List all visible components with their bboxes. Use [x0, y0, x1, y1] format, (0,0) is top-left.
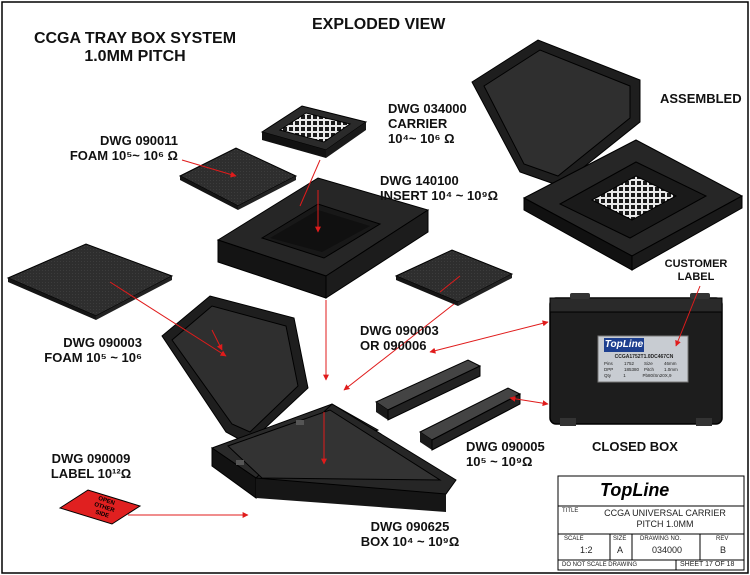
customer-label-line-1: CUSTOMER — [664, 258, 728, 270]
title-block-size: A — [617, 545, 624, 555]
box-label-content: TopLine CCGA1752T1.0DC467CN Pins 1752 Size… — [600, 336, 686, 382]
title-block-size-header: SIZE — [613, 536, 627, 542]
box-label-cell: X,9 — [664, 373, 672, 378]
box-label-brand: TopLine — [604, 338, 644, 352]
carrier-rating: 10⁴~ 10⁶ Ω — [388, 130, 455, 146]
title-block-title: CCGA UNIVERSAL CARRIER PITCH 1.0MM — [590, 508, 740, 530]
title-block-frame — [557, 475, 745, 571]
box-label-cell: Size — [644, 361, 653, 366]
carrier-name: CARRIER — [388, 115, 448, 131]
closed-box — [549, 293, 723, 426]
open-box-part — [161, 295, 457, 512]
box-label-cell: Pitch — [644, 367, 655, 372]
box-label-cell: 1752 — [624, 361, 635, 366]
box-label-cell: Pins — [604, 361, 613, 366]
foam-alt-callout: DWG 090003 OR 090006 — [360, 323, 439, 354]
foam-alt-alternative: OR 090006 — [360, 337, 427, 353]
box-label-row: DPP 185380 Pitch 1.0mm — [604, 367, 684, 373]
box-name: BOX — [360, 533, 389, 549]
closed-box-title: CLOSED BOX — [592, 439, 678, 454]
box-label-cell: 1.0mm — [664, 367, 678, 372]
foam-top-callout: DWG 090011 FOAM 10⁵~ 10⁶ Ω — [60, 133, 178, 164]
spacer-callout: DWG 090005 10⁵ ~ 10⁹Ω — [466, 439, 545, 470]
foam-large-name: FOAM — [44, 349, 83, 365]
insert-part — [216, 177, 430, 299]
title-line-2: 1.0MM PITCH — [84, 48, 186, 66]
box-label-cell: 185380 — [624, 367, 640, 372]
foam-top-part — [178, 147, 298, 210]
title-block-title-line-1: CCGA UNIVERSAL CARRIER — [604, 508, 726, 518]
title-block-title-header: TITLE — [562, 508, 579, 514]
box-label-cell: Qty — [604, 373, 612, 378]
title-block-scale: 1:2 — [580, 545, 593, 555]
carrier-callout: DWG 034000 CARRIER 10⁴~ 10⁶ Ω — [388, 101, 467, 147]
insert-callout: DWG 140100 INSERT 10⁴ ~ 10⁹Ω — [380, 173, 499, 204]
title-block-drawing-header: DRAWING NO. — [640, 536, 682, 542]
customer-label-line-2: LABEL — [677, 270, 715, 283]
foam-top-dwg: DWG 090011 — [99, 133, 178, 148]
box-label-cell: DPP — [604, 367, 614, 372]
title-block-scale-header: SCALE — [564, 536, 584, 542]
spacer-dwg: DWG 090005 — [466, 439, 545, 454]
title-block-drawing-no: 034000 — [652, 545, 683, 555]
title-line-1: CCGA TRAY BOX SYSTEM — [33, 30, 237, 47]
foam-large-part — [6, 243, 174, 320]
insert-rating: 10⁴ ~ 10⁹Ω — [431, 187, 499, 203]
foam-large-callout: DWG 090003 FOAM 10⁵ ~ 10⁶ — [24, 335, 142, 366]
label-name: LABEL — [50, 465, 94, 481]
label-dwg: DWG 090009 — [51, 451, 131, 466]
box-label-code: CCGA1752T1.0DC467CN — [614, 354, 674, 360]
insert-name: INSERT — [380, 187, 428, 203]
box-dwg: DWG 090625 — [370, 519, 450, 534]
foam-large-dwg: DWG 090003 — [63, 335, 142, 350]
label-rating: 10¹²Ω — [97, 465, 132, 481]
assembled-box — [471, 39, 744, 271]
foam-alt-part — [394, 249, 514, 306]
box-label-cell: 1 — [623, 373, 626, 378]
box-label-row: Pins 1752 Size 46mm — [604, 361, 684, 367]
drawing-title: CCGA TRAY BOX SYSTEM 1.0MM PITCH — [30, 30, 240, 67]
carrier-part — [260, 105, 368, 158]
spacer-part-1 — [374, 359, 482, 421]
box-label-cell: Pb80/Sn20 — [642, 373, 665, 378]
red-label-part — [58, 489, 142, 525]
label-callout: DWG 090009 LABEL 10¹²Ω — [36, 451, 146, 482]
foam-top-rating: 10⁵~ 10⁶ Ω — [111, 147, 178, 163]
title-block-sheet: SHEET 17 OF 18 — [680, 561, 735, 568]
customer-label-callout: CUSTOMER LABEL — [648, 258, 744, 283]
title-block-rev: B — [720, 545, 727, 555]
insert-dwg: DWG 140100 — [380, 173, 459, 188]
carrier-dwg: DWG 034000 — [388, 101, 467, 116]
leader-arrows — [109, 159, 701, 518]
box-callout: DWG 090625 BOX 10⁴ ~ 10⁹Ω — [340, 519, 480, 550]
box-rating: 10⁴ ~ 10⁹Ω — [392, 533, 460, 549]
spacer-rating: 10⁵ ~ 10⁹Ω — [466, 453, 533, 469]
title-block-brand: TopLine — [600, 480, 670, 500]
foam-large-rating: 10⁵ ~ 10⁶ — [86, 349, 142, 365]
title-block-title-line-2: PITCH 1.0MM — [636, 519, 694, 529]
box-label-cell: 46mm — [664, 361, 677, 366]
title-block-note: DO NOT SCALE DRAWING — [562, 562, 638, 568]
view-title: EXPLODED VIEW — [312, 16, 446, 33]
foam-top-name: FOAM — [69, 147, 109, 163]
assembled-title: ASSEMBLED — [660, 91, 742, 106]
foam-alt-dwg: DWG 090003 — [360, 323, 439, 338]
title-block-rev-header: REV — [716, 536, 729, 542]
